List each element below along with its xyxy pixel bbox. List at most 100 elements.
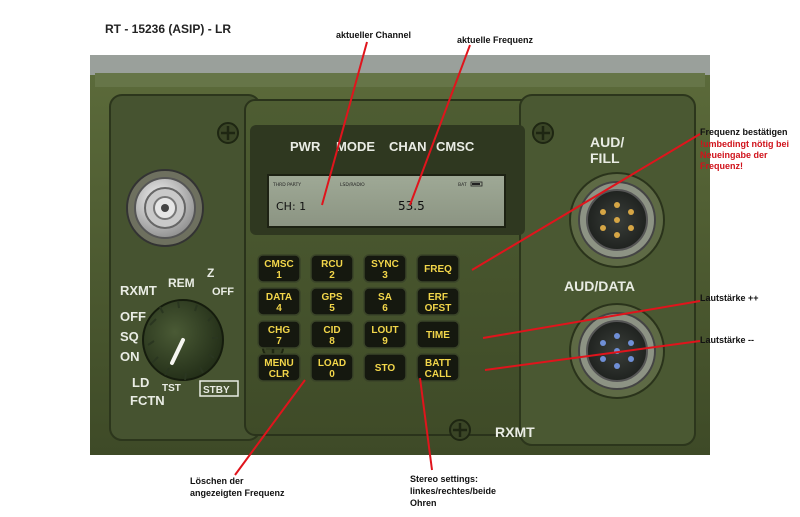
label-aud-fill-1: AUD/	[590, 134, 624, 150]
display-header-mode: MODE	[336, 139, 375, 154]
key-label-top: CMSC	[264, 259, 293, 270]
arrow-line-volume-down	[484, 340, 701, 371]
key-label-bottom: 4	[276, 303, 282, 314]
knob-label-off: OFF	[120, 309, 146, 324]
key-label-top: CID	[323, 325, 340, 336]
annotation-stereo-2: linkes/rechtes/beide	[410, 486, 497, 496]
key-label-bottom: 0	[329, 369, 335, 380]
annotation-freq-warning-2: Neueingabe der	[700, 150, 768, 160]
knob-label-stby: STBY	[203, 385, 230, 396]
key-label-bottom: CLR	[269, 369, 290, 380]
knob-label-on: ON	[120, 349, 140, 364]
annotation-clear-1: Löschen der	[190, 476, 244, 486]
display-header-pwr: PWR	[290, 139, 321, 154]
display-header-cmsc: CMSC	[436, 139, 475, 154]
annotation-freq-warning-1: !umbedingt nötig bei	[700, 139, 789, 149]
key-sa-6[interactable]: SA6	[363, 287, 407, 316]
key-label-bottom: 5	[329, 303, 335, 314]
annotation-freq-warning-3: Frequenz!	[700, 161, 744, 171]
function-knob-labels: RXMT REM Z OFF OFF SQ ON LD TST FCTN STB…	[120, 266, 239, 408]
annotation-freq-confirm: Frequenz bestätigen	[700, 127, 788, 137]
key-label-top: GPS	[321, 292, 342, 303]
key-label-top: SA	[378, 292, 392, 303]
key-label-bottom: 7	[276, 336, 282, 347]
lcd-display: THRD PARTY LSD/RADIO BAT CH: 1 53.5	[267, 174, 506, 228]
key-label-bottom: 1	[276, 270, 282, 281]
knob-label-sq: SQ	[120, 329, 139, 344]
key-label-top: STO	[375, 363, 396, 374]
battery-icon	[470, 181, 483, 187]
key-label-bottom: 2	[329, 270, 335, 281]
knob-label-z: Z	[207, 266, 214, 280]
knob-label-ld: LD	[132, 375, 149, 390]
lcd-status-left: THRD PARTY	[272, 182, 301, 188]
label-rxmt-bottom: RXMT	[495, 424, 535, 440]
key-label-top: LOUT	[371, 325, 398, 336]
lcd-frequency: 53.5	[398, 199, 425, 213]
key-label-bottom: 3	[382, 270, 388, 281]
arrow-line-volume-up	[482, 300, 701, 339]
key-sto[interactable]: STO	[363, 353, 407, 382]
aud-data-connector[interactable]	[569, 303, 665, 399]
key-freq[interactable]: FREQ	[416, 254, 460, 283]
key-label-top: FREQ	[424, 264, 452, 275]
annotation-channel: aktueller Channel	[336, 30, 412, 40]
annotation-stereo-3: Ohren	[410, 498, 437, 508]
key-label-top: MENU	[264, 358, 293, 369]
label-aud-data: AUD/DATA	[564, 278, 635, 294]
key-label-top: ERF	[428, 292, 448, 303]
key-label-top: LOAD	[318, 358, 346, 369]
page-title: RT - 15236 (ASIP) - LR	[105, 22, 232, 36]
key-label-top: BATT	[425, 358, 451, 369]
key-label-bottom: OFST	[425, 303, 452, 314]
bnc-antenna-connector[interactable]	[126, 169, 204, 247]
screw-icon	[217, 122, 239, 144]
key-label-top: SYNC	[371, 259, 399, 270]
knob-label-rxmt: RXMT	[120, 283, 157, 298]
display-header-chan: CHAN	[389, 139, 427, 154]
key-label-top: CHG	[268, 325, 290, 336]
arrow-line-frequency	[409, 44, 471, 206]
annotation-clear-2: angezeigten Frequenz	[190, 488, 285, 498]
key-label-bottom: 6	[382, 303, 388, 314]
arrow-line-clear	[234, 379, 306, 476]
knob-label-fctn: FCTN	[130, 393, 165, 408]
screw-icon	[532, 122, 554, 144]
arrow-line-stereo	[419, 377, 433, 471]
knob-label-zoff: OFF	[212, 286, 234, 298]
key-label-top: DATA	[266, 292, 292, 303]
arrow-line-channel	[321, 41, 368, 206]
key-label-top: TIME	[426, 330, 450, 341]
annotation-volume-up: Lautstärke ++	[700, 293, 759, 303]
function-knob[interactable]	[142, 299, 224, 381]
lcd-status-bat: BAT	[458, 182, 467, 188]
screw-icon	[449, 419, 471, 441]
key-label-top: RCU	[321, 259, 343, 270]
knob-label-tst: TST	[162, 383, 181, 394]
key-label-bottom: 9	[382, 336, 388, 347]
key-label-bottom: 8	[329, 336, 335, 347]
annotation-frequency: aktuelle Frequenz	[457, 35, 534, 45]
label-aud-fill-2: FILL	[590, 150, 620, 166]
key-time[interactable]: TIME	[416, 320, 460, 349]
key-label-bottom: CALL	[425, 369, 452, 380]
arrow-line-freq-confirm	[471, 133, 701, 271]
lcd-channel: CH: 1	[276, 200, 306, 213]
annotation-volume-down: Lautstärke --	[700, 335, 755, 345]
annotation-stereo-1: Stereo settings:	[410, 474, 479, 484]
radio-device: RXMT REM Z OFF OFF SQ ON LD TST FCTN STB…	[90, 55, 710, 455]
lcd-status-mid: LSD/RADIO	[340, 182, 365, 188]
